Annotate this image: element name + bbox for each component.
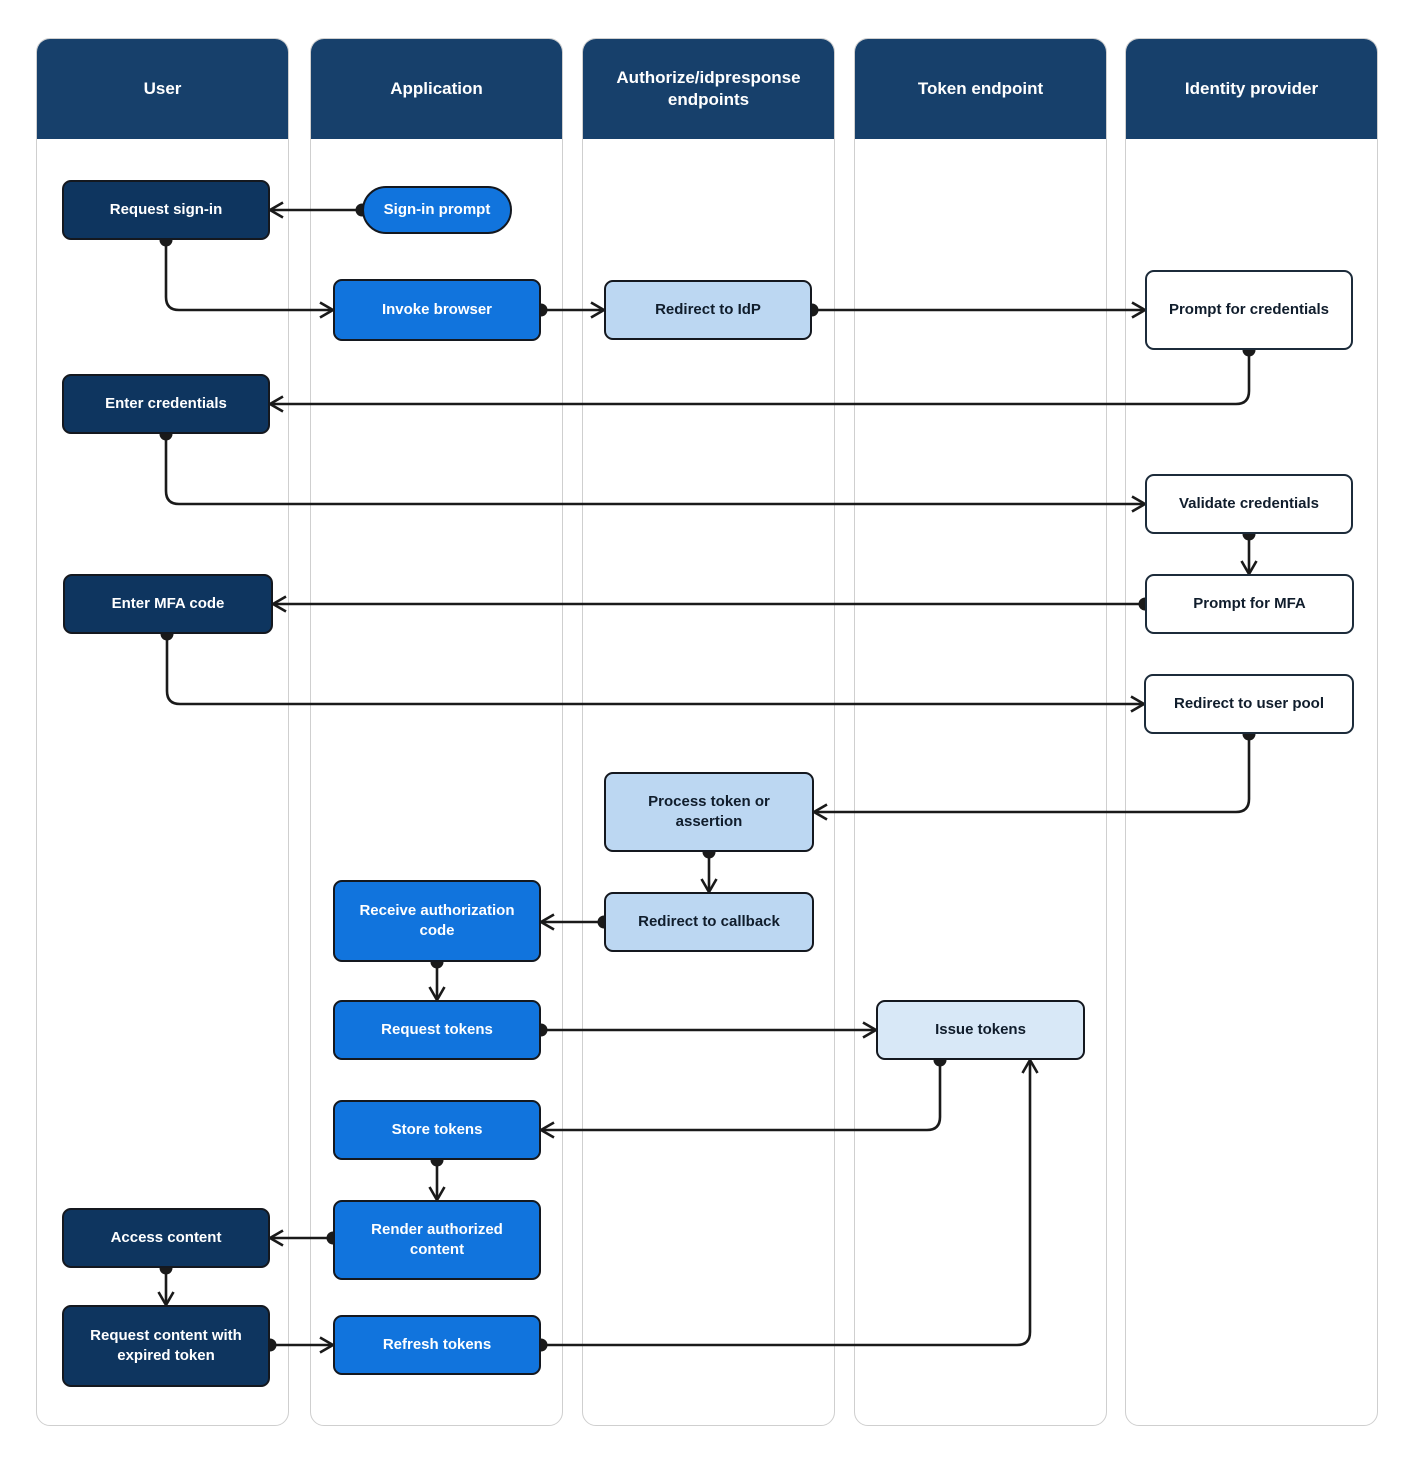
node-request-content-with-expired-token: Request content with expired token [62,1305,270,1387]
node-prompt-for-mfa: Prompt for MFA [1145,574,1354,634]
node-validate-credentials: Validate credentials [1145,474,1353,534]
node-request-sign-in: Request sign-in [62,180,270,240]
node-enter-mfa-code: Enter MFA code [63,574,273,634]
node-prompt-for-credentials: Prompt for credentials [1145,270,1353,350]
node-issue-tokens: Issue tokens [876,1000,1085,1060]
lane-token-endpoint: Token endpoint [854,38,1107,1426]
node-request-tokens: Request tokens [333,1000,541,1060]
node-invoke-browser: Invoke browser [333,279,541,341]
lane-header-token-endpoint: Token endpoint [855,39,1106,139]
node-redirect-to-idp: Redirect to IdP [604,280,812,340]
node-access-content: Access content [62,1208,270,1268]
node-redirect-to-user-pool: Redirect to user pool [1144,674,1354,734]
node-receive-authorization-code: Receive authorization code [333,880,541,962]
lane-header-authorize-endpoints: Authorize/idpresponse endpoints [583,39,834,139]
lane-header-application: Application [311,39,562,139]
node-refresh-tokens: Refresh tokens [333,1315,541,1375]
lane-header-user: User [37,39,288,139]
lane-authorize-endpoints: Authorize/idpresponse endpoints [582,38,835,1426]
node-redirect-to-callback: Redirect to callback [604,892,814,952]
node-enter-credentials: Enter credentials [62,374,270,434]
lane-application: Application [310,38,563,1426]
node-process-token-or-assertion: Process token or assertion [604,772,814,852]
node-store-tokens: Store tokens [333,1100,541,1160]
node-render-authorized-content: Render authorized content [333,1200,541,1280]
lane-header-identity-provider: Identity provider [1126,39,1377,139]
node-sign-in-prompt: Sign-in prompt [362,186,512,234]
